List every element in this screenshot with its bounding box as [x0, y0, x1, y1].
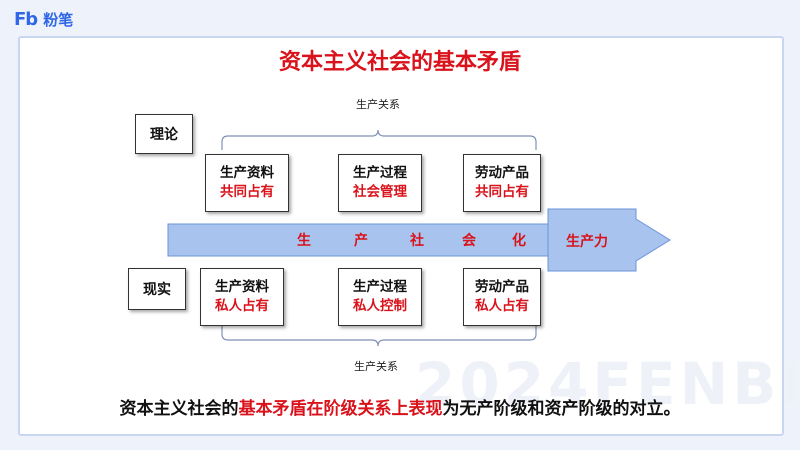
arrow-char-4: 会	[462, 233, 476, 249]
reality-box-labor-products: 劳动产品 私人占有	[463, 268, 541, 326]
box-line1: 生产资料	[220, 165, 274, 181]
summary-part3: 为无产阶级和资产阶级的对立。	[442, 399, 681, 419]
box-line1: 生产过程	[353, 279, 407, 295]
bottom-brace	[221, 326, 537, 347]
box-line1: 劳动产品	[475, 279, 529, 295]
arrow-head	[547, 208, 671, 272]
box-line1: 生产过程	[353, 165, 407, 181]
slide-title: 资本主义社会的基本矛盾	[278, 50, 521, 75]
reality-box-means-of-production: 生产资料 私人占有	[200, 268, 284, 326]
box-line2: 共同占有	[475, 184, 529, 200]
theory-box-production-process: 生产过程 社会管理	[338, 154, 422, 212]
arrow-body	[167, 223, 549, 257]
bottom-relation-label: 生产关系	[354, 360, 398, 373]
theory-box-labor-products: 劳动产品 共同占有	[463, 154, 541, 212]
top-brace	[221, 129, 537, 150]
logo-mark: Fb	[14, 8, 38, 30]
box-line2: 共同占有	[220, 184, 274, 200]
arrow-char-5: 化	[512, 233, 526, 249]
summary-sentence: 资本主义社会的基本矛盾在阶级关系上表现为无产阶级和资产阶级的对立。	[0, 394, 800, 419]
theory-label-box: 理论	[135, 114, 193, 154]
reality-box-production-process: 生产过程 私人控制	[338, 268, 422, 326]
box-line2: 私人控制	[353, 298, 407, 314]
box-line1: 生产资料	[215, 279, 269, 295]
reality-label: 现实	[143, 282, 171, 298]
box-line2: 私人占有	[215, 298, 269, 314]
box-line2: 社会管理	[353, 184, 407, 200]
arrow-char-3: 社	[410, 233, 424, 249]
theory-box-means-of-production: 生产资料 共同占有	[205, 154, 289, 212]
summary-highlight: 基本矛盾在阶级关系上表现	[238, 399, 443, 419]
top-relation-label: 生产关系	[356, 98, 400, 111]
header-bar: Fb 粉笔	[0, 0, 800, 36]
arrow-char-1: 生	[297, 233, 311, 249]
arrow-char-2: 产	[354, 233, 368, 249]
watermark: 2024FENBI	[415, 350, 800, 418]
productive-forces-label: 生产力	[566, 234, 608, 250]
box-line1: 劳动产品	[475, 165, 529, 181]
reality-label-box: 现实	[128, 268, 186, 310]
theory-label: 理论	[150, 127, 178, 143]
summary-part1: 资本主义社会的	[119, 399, 239, 419]
box-line2: 私人占有	[475, 298, 529, 314]
logo-text: 粉笔	[43, 10, 74, 29]
fenbi-logo: Fb 粉笔	[14, 8, 73, 30]
